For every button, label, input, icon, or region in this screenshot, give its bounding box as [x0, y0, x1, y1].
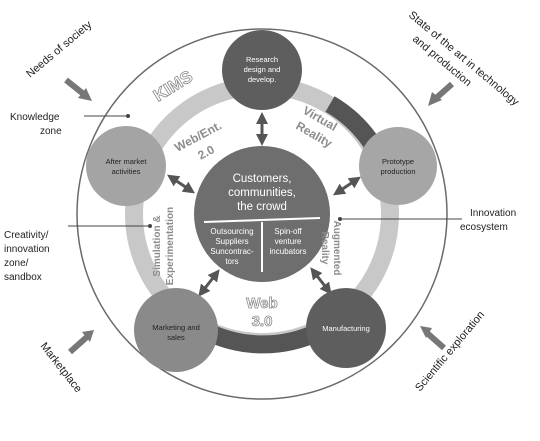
web3-line1: Web: [246, 295, 277, 312]
arrow-state-of-art: [428, 81, 454, 106]
arrow-scientific-exploration: [420, 326, 446, 351]
arrow-center-marketing: [198, 269, 220, 297]
knowledge-zone-dot: [126, 114, 130, 118]
simulation-line2: Experimentation: [165, 207, 176, 285]
arrow-marketplace: [68, 330, 94, 355]
node-after-market: [86, 126, 166, 206]
center-circle: [194, 146, 330, 282]
center-line2: communities,: [228, 187, 296, 199]
node-manufacturing-label: Manufacturing: [322, 324, 370, 333]
state-of-art-line1: State of the art in technology: [406, 9, 521, 109]
web3-line2: 3.0: [252, 313, 273, 330]
creativity-line4: sandbox: [4, 272, 42, 283]
node-marketing-line1: Marketing and: [152, 323, 200, 332]
arrow-needs-of-society: [64, 77, 92, 101]
center-right-line1: Spin-off: [274, 227, 302, 236]
knowledge-zone-line1: Knowledge: [10, 112, 60, 123]
center-left-line4: tors: [225, 257, 238, 266]
center-line1: Customers,: [233, 173, 292, 185]
node-after-market-line1: After market: [106, 157, 148, 166]
node-research-line3: develop.: [248, 75, 276, 84]
node-prototype: [359, 127, 437, 205]
innovation-ecosystem-line2: ecosystem: [460, 222, 508, 233]
arrow-center-aftermarket: [167, 174, 195, 194]
creativity-line1: Creativity/: [4, 230, 49, 241]
center-left-line2: Suppliers: [215, 237, 248, 246]
outer-ring: [76, 28, 448, 400]
arrow-center-prototype: [333, 176, 361, 196]
center-right-line3: incubators: [270, 247, 307, 256]
node-prototype-line2: production: [380, 167, 415, 176]
node-prototype-line1: Prototype: [382, 157, 414, 166]
center-divider-h: [203, 217, 321, 223]
center-left-line1: Outsourcing: [210, 227, 253, 236]
arrow-center-manufacturing: [310, 267, 332, 295]
augmented-reality-line1: Augmented: [331, 221, 342, 276]
needs-of-society-label: Needs of society: [24, 19, 94, 81]
innovation-ecosystem-line1: Innovation: [470, 208, 516, 219]
center-right-line2: venture: [275, 237, 302, 246]
knowledge-zone-line2: zone: [40, 126, 62, 137]
node-research-line2: design and: [244, 65, 281, 74]
center-line3: the crowd: [237, 201, 287, 213]
node-manufacturing: [306, 288, 386, 368]
augmented-reality-line2: Reality: [319, 232, 330, 265]
node-after-market-line2: activities: [112, 167, 141, 176]
node-research: [222, 30, 302, 110]
ring-arc-marketing-manufacturing: [204, 323, 322, 354]
scientific-exploration-label: Scientific exploration: [413, 309, 487, 394]
innovation-dot: [338, 217, 342, 221]
creativity-line3: zone/: [4, 258, 29, 269]
node-marketing-line2: sales: [167, 333, 185, 342]
creativity-line2: innovation: [4, 244, 50, 255]
simulation-line1: Simulation &: [152, 215, 163, 276]
center-left-line3: Suncontrac-: [210, 247, 253, 256]
node-research-line1: Research: [246, 55, 278, 64]
node-marketing: [134, 288, 218, 372]
web-ent-line2: 2.0: [195, 142, 217, 162]
creativity-dot: [148, 224, 152, 228]
